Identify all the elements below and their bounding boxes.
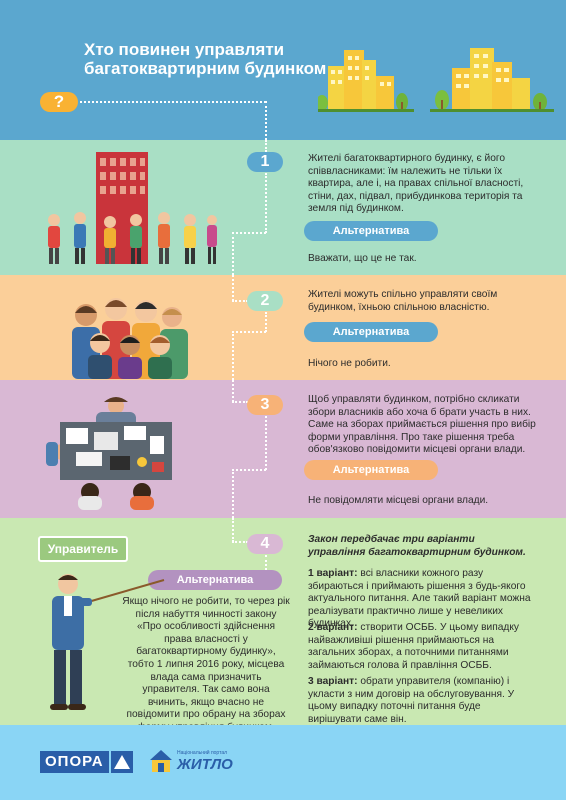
connector-line bbox=[232, 541, 248, 543]
connector-line bbox=[232, 232, 266, 234]
opora-logo: ОПОРА bbox=[40, 751, 133, 773]
option-3-label: 3 варіант: bbox=[308, 676, 358, 687]
step-1-badge: 1 bbox=[247, 152, 283, 172]
manager-sign: Управитель bbox=[38, 536, 128, 562]
question-badge: ? bbox=[40, 92, 78, 112]
step-4-intro: Закон передбачає три варіанти управління… bbox=[308, 534, 526, 558]
step-4-badge: 4 bbox=[247, 534, 283, 554]
option-1-text: всі власники кожного разу збираються і п… bbox=[308, 568, 531, 630]
option-1-label: 1 варіант: bbox=[308, 568, 358, 579]
meeting-illustration bbox=[46, 397, 172, 510]
opora-wordmark: ОПОРА bbox=[40, 751, 109, 773]
title-line-2: багатоквартирним будинком bbox=[84, 59, 327, 78]
connector-line bbox=[80, 101, 266, 103]
connector-line bbox=[232, 300, 248, 302]
zhytlo-subtitle: Національний портал bbox=[177, 749, 228, 756]
step-3-section: 3 Щоб управляти будинком, потрібно склик… bbox=[0, 380, 566, 518]
option-2-text: створити ОСББ. У цьому випадку найважлив… bbox=[308, 622, 520, 671]
header: Хто повинен управляти багатоквартирним б… bbox=[0, 0, 566, 140]
step-1-alt-label: Альтернатива bbox=[304, 221, 438, 241]
residents-illustration bbox=[48, 152, 217, 264]
step-1-text: Жителі багатоквартирного будинку, є його… bbox=[308, 153, 524, 215]
opora-triangle-icon bbox=[110, 751, 133, 773]
step-2-section: 2 Жителі можуть спільно управляти своїм … bbox=[0, 275, 566, 380]
connector-line bbox=[232, 469, 234, 518]
step-4-section: 4 Закон передбачає три варіанти управлін… bbox=[0, 518, 566, 725]
step-2-text: Жителі можуть спільно управляти своїм бу… bbox=[308, 289, 498, 313]
step-4-option-2: 2 варіант: створити ОСББ. У цьому випадк… bbox=[308, 622, 534, 672]
connector-line bbox=[232, 518, 234, 542]
connector-line bbox=[265, 416, 267, 470]
footer: ОПОРА Національний портал ЖИТЛО bbox=[0, 725, 566, 800]
step-2-alt-text: Нічого не робити. bbox=[308, 358, 391, 369]
step-1-section: 1 Жителі багатоквартирного будинку, є йо… bbox=[0, 140, 566, 275]
step-4-alt-label: Альтернатива bbox=[148, 570, 282, 590]
step-4-alt-text: Якщо нічого не робити, то через рік післ… bbox=[122, 596, 290, 725]
option-3-text: обрати управителя (компанію) і укласти з… bbox=[308, 676, 515, 725]
zhytlo-house-icon bbox=[150, 750, 172, 772]
connector-line bbox=[232, 331, 266, 333]
step-1-alt-text: Вважати, що це не так. bbox=[308, 253, 417, 264]
connector-line bbox=[232, 401, 248, 403]
step-3-alt-label: Альтернатива bbox=[304, 460, 438, 480]
connector-line bbox=[232, 469, 266, 471]
connector-line bbox=[232, 275, 234, 301]
step-2-alt-label: Альтернатива bbox=[304, 322, 438, 342]
step-4-option-1: 1 варіант: всі власники кожного разу зби… bbox=[308, 568, 534, 631]
zhytlo-text: Національний портал ЖИТЛО bbox=[177, 750, 233, 773]
option-2-label: 2 варіант: bbox=[308, 622, 358, 633]
step-2-badge: 2 bbox=[247, 291, 283, 311]
zhytlo-logo: Національний портал ЖИТЛО bbox=[148, 745, 233, 777]
title-line-1: Хто повинен управляти bbox=[84, 40, 285, 59]
connector-line bbox=[265, 101, 267, 140]
connector-line bbox=[265, 555, 267, 578]
connector-line bbox=[232, 380, 234, 402]
crowd-illustration bbox=[72, 298, 188, 379]
manager-illustration bbox=[50, 574, 165, 710]
connector-line bbox=[232, 232, 234, 275]
zhytlo-wordmark: ЖИТЛО bbox=[177, 755, 233, 773]
step-3-alt-text: Не повідомляти місцеві органи влади. bbox=[308, 495, 489, 506]
step-3-text: Щоб управляти будинком, потрібно скликат… bbox=[308, 394, 536, 456]
city-illustration bbox=[318, 48, 554, 112]
page-title: Хто повинен управляти багатоквартирним б… bbox=[84, 40, 326, 78]
connector-line bbox=[265, 173, 267, 233]
connector-line bbox=[265, 140, 267, 152]
connector-line bbox=[265, 312, 267, 332]
connector-line bbox=[232, 331, 234, 380]
step-4-option-3: 3 варіант: обрати управителя (компанію) … bbox=[308, 676, 534, 725]
step-3-badge: 3 bbox=[247, 395, 283, 415]
